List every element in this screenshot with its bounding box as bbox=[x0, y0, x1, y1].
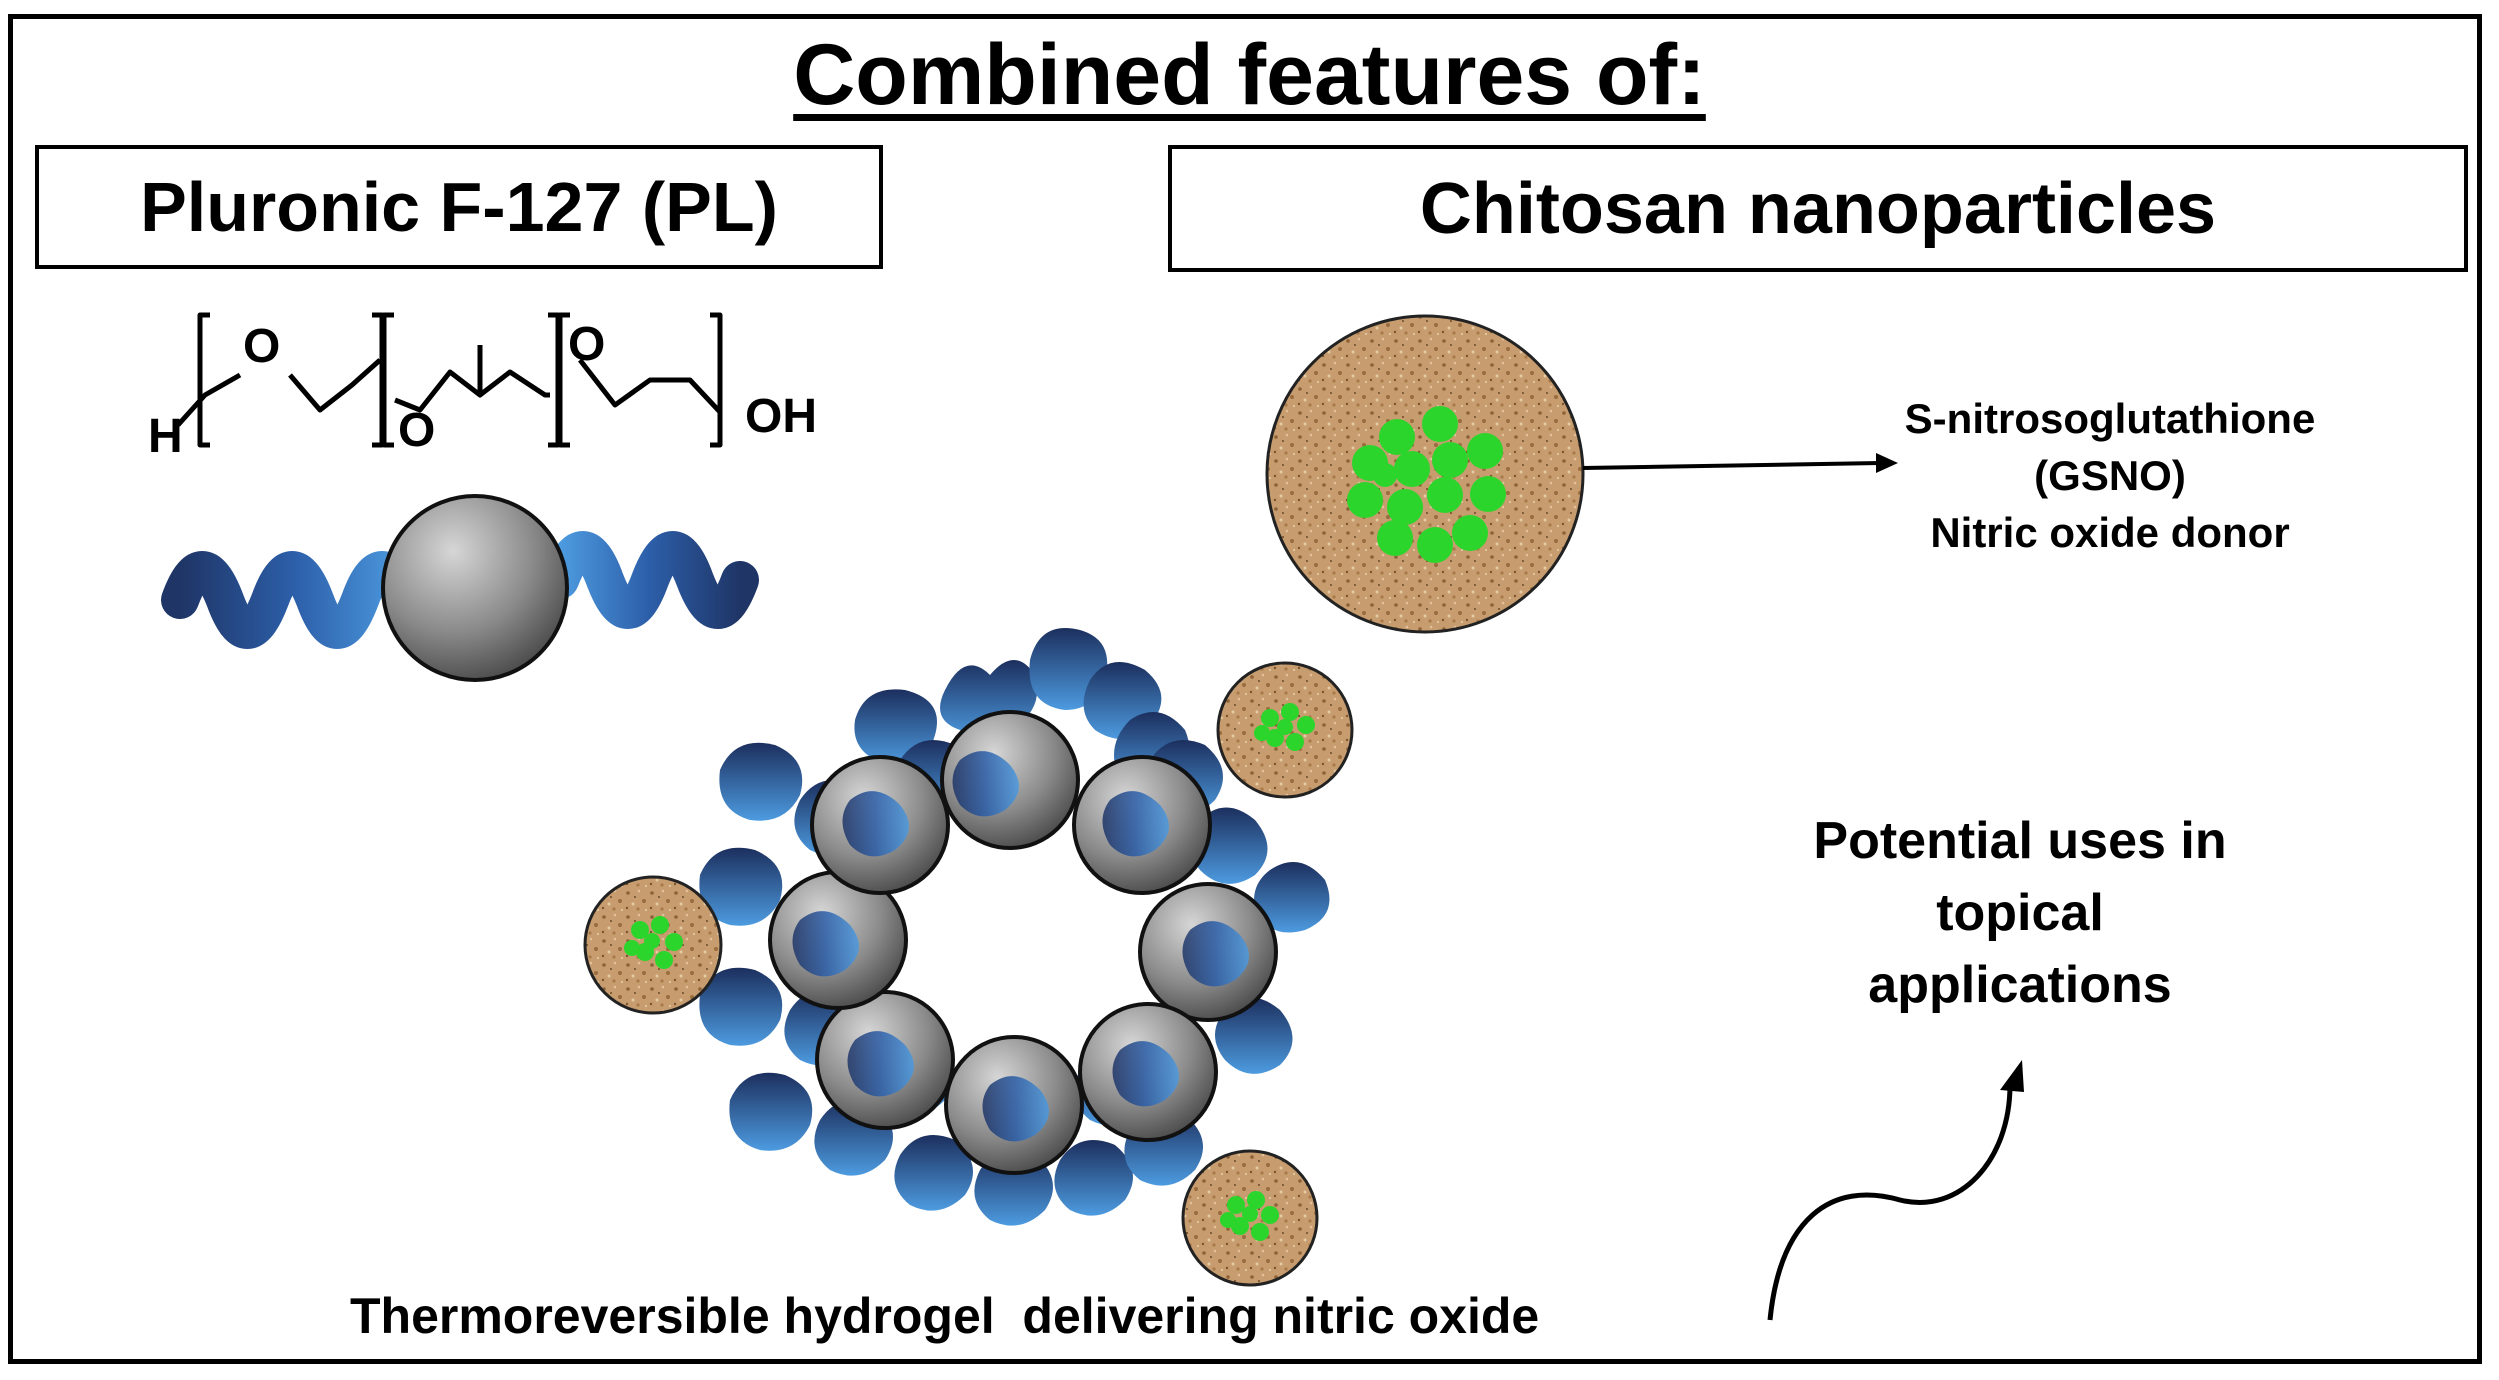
formula-oxygen-3: O bbox=[568, 318, 605, 371]
curved-arrow bbox=[1767, 1060, 2024, 1321]
formula-oxygen-1: O bbox=[243, 320, 280, 373]
pluronic-unimer bbox=[161, 494, 759, 682]
small-nanoparticle-top bbox=[1216, 661, 1354, 799]
gsno-line-1: S-nitrosoglutathione bbox=[1904, 395, 2316, 442]
small-nanoparticle-bottom bbox=[1181, 1149, 1319, 1287]
chitosan-label: Chitosan nanoparticles bbox=[1419, 168, 2217, 249]
small-nanoparticle-left bbox=[583, 875, 723, 1015]
formula-oxygen-2: O bbox=[398, 404, 435, 457]
figure-frame bbox=[8, 14, 2482, 1364]
figure-title: Combined features of: bbox=[793, 27, 1706, 123]
uses-line-2: topical bbox=[1936, 884, 2104, 942]
formula-oh-end: OH bbox=[745, 390, 817, 443]
formula-atoms: H O O O OH bbox=[148, 318, 817, 463]
hydrogel-micelle-network bbox=[699, 628, 1330, 1226]
hydrogel-caption: Thermoreversible hydrogel delivering nit… bbox=[350, 1288, 1540, 1344]
pluronic-label: Pluronic F-127 (PL) bbox=[140, 168, 778, 246]
pluronic-structural-formula bbox=[176, 312, 723, 448]
uses-line-1: Potential uses in bbox=[1813, 812, 2227, 870]
formula-h-end: H bbox=[148, 410, 183, 463]
gsno-line-2: (GSNO) bbox=[2034, 452, 2186, 499]
gsno-description: S-nitrosoglutathione (GSNO) Nitric oxide… bbox=[1860, 390, 2360, 561]
pluronic-label-box: Pluronic F-127 (PL) bbox=[35, 145, 883, 269]
chitosan-nanoparticle bbox=[1265, 314, 1585, 634]
nanoparticle-arrow bbox=[1582, 453, 1898, 473]
uses-line-3: applications bbox=[1868, 956, 2172, 1014]
gsno-line-3: Nitric oxide donor bbox=[1930, 509, 2290, 556]
chitosan-label-box: Chitosan nanoparticles bbox=[1168, 145, 2468, 272]
potential-uses: Potential uses in topical applications bbox=[1740, 805, 2300, 1021]
